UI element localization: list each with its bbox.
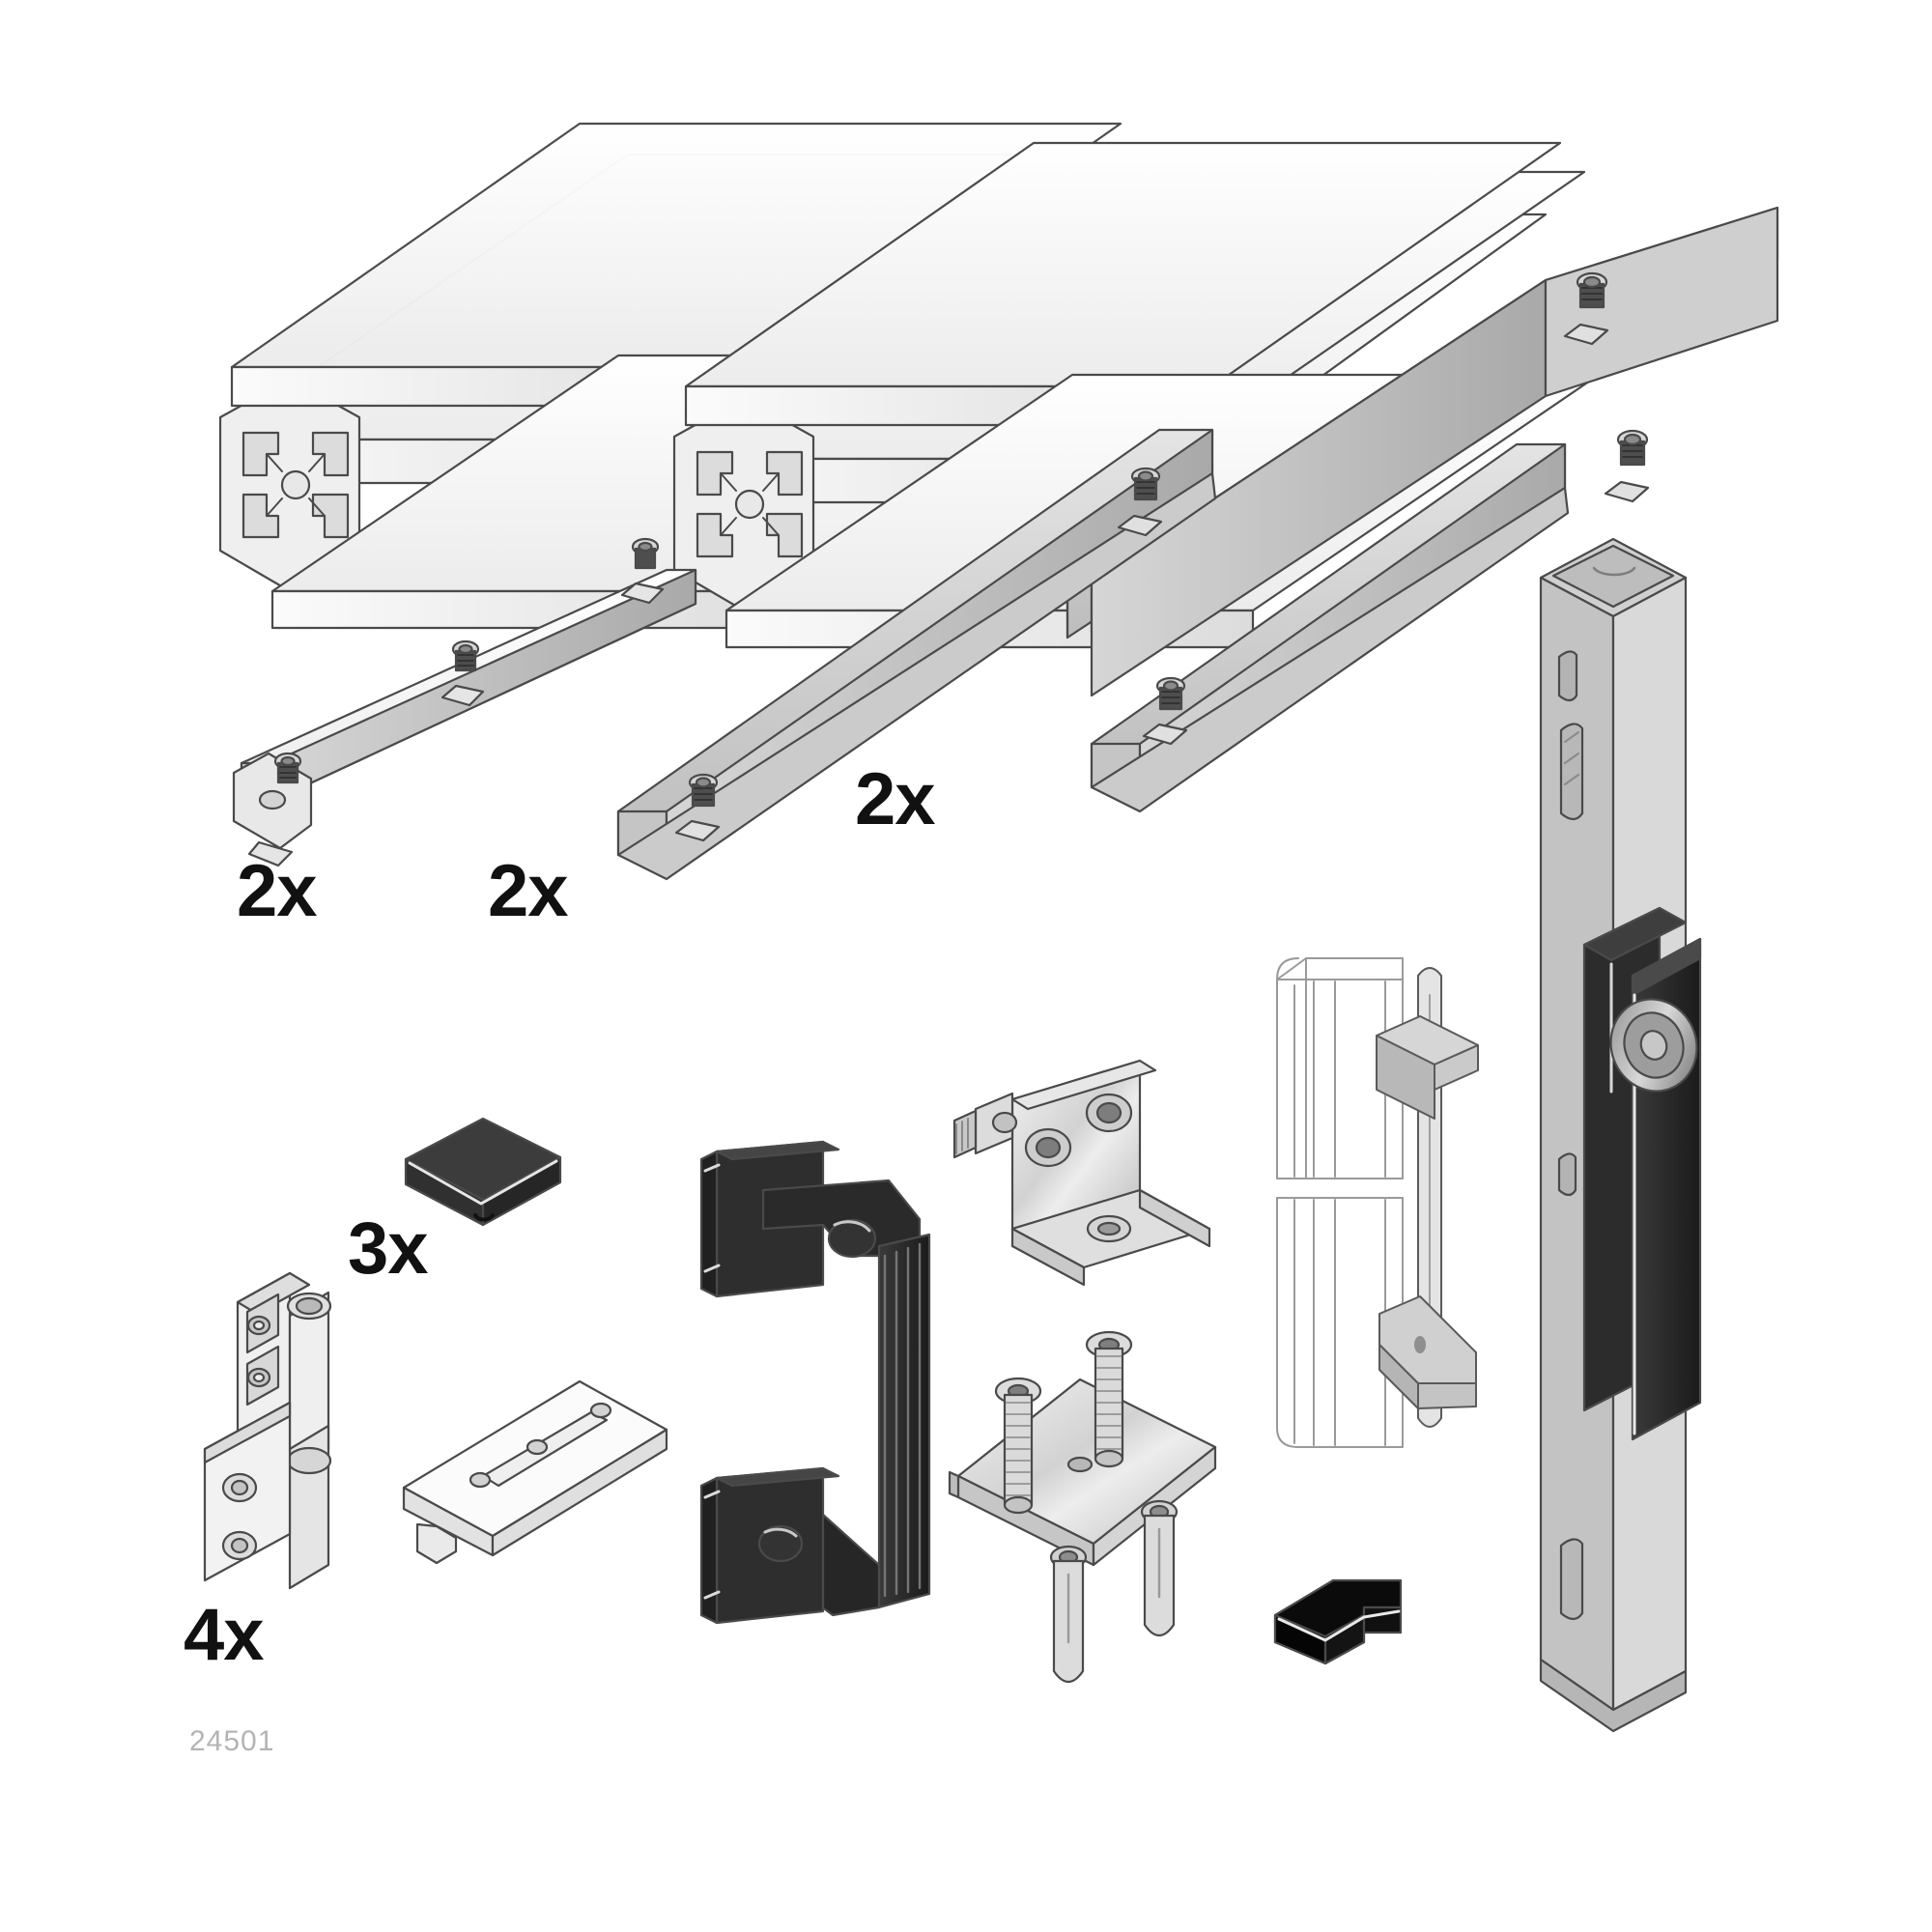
screw-head <box>1155 676 1186 711</box>
part-end-cap <box>404 1117 562 1227</box>
quantity-label-hinge: 4x <box>184 1594 265 1676</box>
screw-long <box>994 1377 1042 1515</box>
screw-head <box>1130 467 1161 501</box>
anchor-sleeve <box>1049 1545 1088 1684</box>
quantity-label-short-angle-bracket: 2x <box>237 850 318 932</box>
quantity-label-end-cap: 3x <box>348 1208 429 1290</box>
quantity-label-medium-channel-bracket: 2x <box>855 758 936 840</box>
quantity-label-long-channel-bracket: 2x <box>488 850 569 932</box>
screw-head <box>1616 429 1649 467</box>
screw-head <box>451 639 480 672</box>
part-latch-knob-assembly <box>1582 906 1702 1441</box>
part-cover-plate <box>402 1379 668 1565</box>
screw-long <box>1085 1330 1133 1468</box>
part-door-handle <box>699 1140 931 1625</box>
part-base-plate-kit <box>948 1330 1217 1684</box>
screw-head <box>631 537 660 570</box>
part-long-channel-bracket <box>616 428 1217 881</box>
screw-head <box>273 752 302 784</box>
part-phantom-profile-rod <box>1276 957 1479 1448</box>
latch-knob <box>1609 998 1698 1093</box>
part-number-label: 24501 <box>189 1725 275 1757</box>
part-short-angle-bracket <box>232 537 697 867</box>
part-notched-washer <box>1273 1578 1403 1665</box>
part-gray-rail-upper <box>1065 206 1779 697</box>
part-l-angle-bracket <box>952 1059 1211 1287</box>
part-vertical-square-post <box>1539 537 1688 1733</box>
part-hinge <box>203 1271 332 1590</box>
anchor-sleeve <box>1140 1499 1179 1637</box>
part-medium-channel-bracket <box>1090 442 1570 813</box>
screw-head <box>688 773 719 808</box>
screw-head <box>1576 271 1608 309</box>
